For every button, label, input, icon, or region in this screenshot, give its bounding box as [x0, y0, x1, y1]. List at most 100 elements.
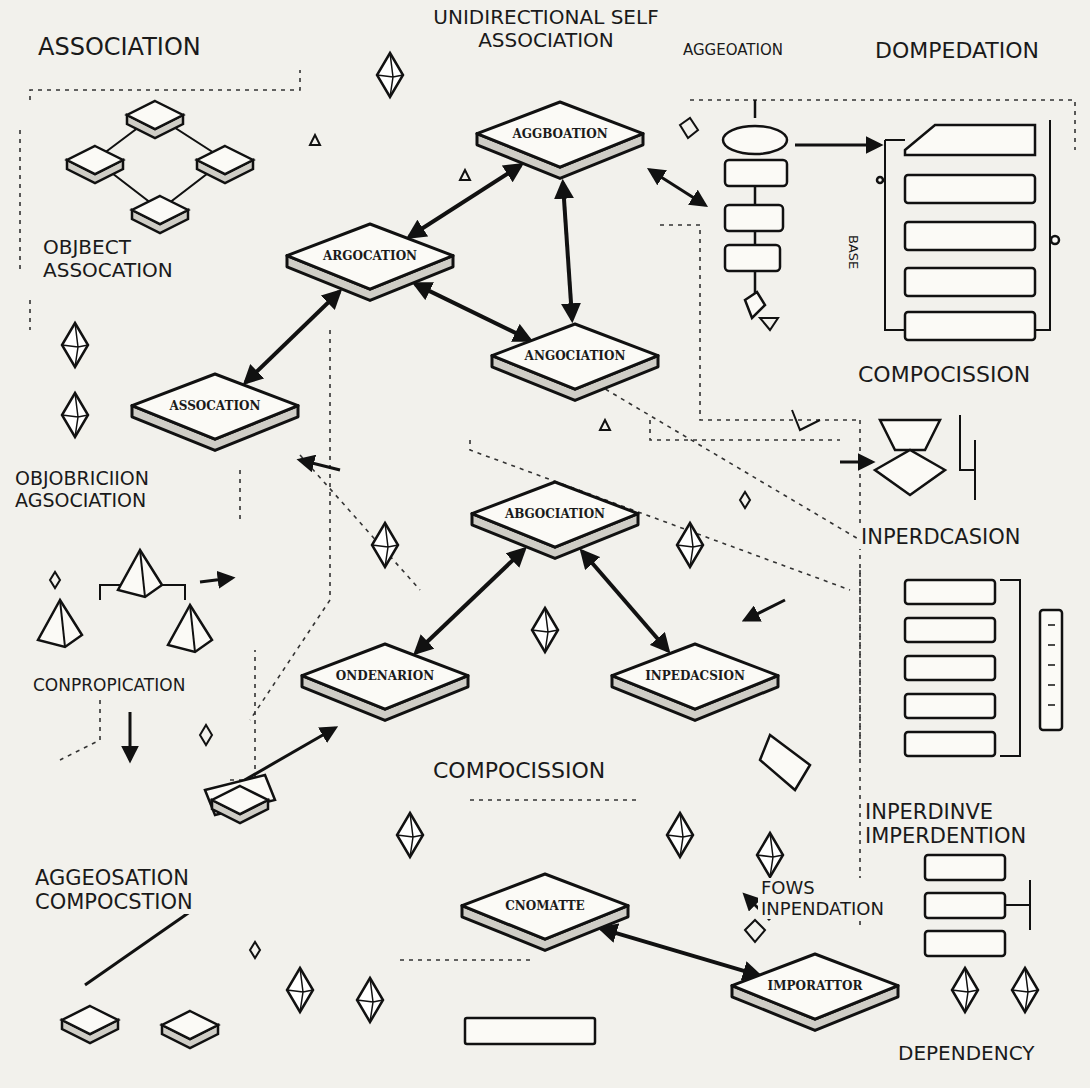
- free-label: BASE: [845, 232, 860, 272]
- drawing-part: [600, 420, 610, 430]
- free-label: INPERDINVE IMPERDENTION: [862, 800, 1083, 848]
- drawing-part: [725, 245, 780, 271]
- association-arrow: [409, 165, 520, 237]
- drawing-part: [197, 146, 253, 183]
- drawing-part: [745, 292, 765, 318]
- drawing-part: [925, 893, 1005, 918]
- drawing-part: [905, 222, 1035, 250]
- free-label: OBJBECT ASSOCATION: [40, 236, 216, 282]
- box-label: CNOMATTE: [460, 899, 630, 913]
- drawing-part: [62, 1006, 118, 1043]
- drawing-part: [960, 415, 975, 500]
- drawing-part: [250, 330, 330, 720]
- drawing-part: [905, 656, 995, 680]
- drawing-part: [795, 144, 880, 147]
- drawing-part: [532, 608, 558, 652]
- drawing-part: [470, 799, 640, 801]
- free-label: ASSOCIATION: [35, 34, 204, 62]
- drawing-part: [62, 323, 88, 367]
- drawing-part: [470, 440, 850, 590]
- slab-box: IMPORATTOR: [730, 952, 900, 1032]
- drawing-part: [230, 650, 255, 780]
- drawing-part: [60, 700, 100, 760]
- drawing-part: [925, 931, 1005, 956]
- slab-box: ABGOCIATION: [470, 480, 640, 560]
- drawing-part: [400, 959, 530, 961]
- drawing-part: [905, 175, 1035, 203]
- drawing-part: [754, 100, 757, 295]
- drawing-part: [859, 570, 861, 930]
- box-label: ONDENARION: [300, 669, 470, 683]
- drawing-part: [168, 605, 212, 652]
- cube-cluster: [67, 101, 253, 233]
- drawing-part: [792, 410, 820, 430]
- drawing-part: [760, 735, 810, 790]
- drawing-part: [875, 450, 945, 495]
- drawing-part: [877, 177, 883, 183]
- drawing-part: [760, 318, 778, 330]
- funnel-symbol: [875, 415, 975, 500]
- drawing-part: [460, 170, 470, 180]
- slab-box: ARGOCATION: [285, 222, 455, 302]
- drawing-part: [745, 600, 785, 620]
- association-arrow: [563, 183, 572, 319]
- free-label: AGGEOATION: [680, 42, 786, 59]
- drawing-part: [660, 225, 860, 420]
- free-label: AGGEOSATION COMPOCSTION: [32, 866, 253, 914]
- box-label: AGGBOATION: [475, 127, 645, 141]
- drawing-part: [905, 694, 995, 718]
- drawing-part: [465, 1018, 595, 1044]
- drawing-part: [1012, 968, 1038, 1012]
- box-label: INPEDACSION: [610, 669, 780, 683]
- drawing-part: [200, 578, 232, 582]
- drawing-part: [667, 813, 693, 857]
- drawing-part: [127, 101, 183, 138]
- slab-box: CNOMATTE: [460, 872, 630, 952]
- drawing-part: [723, 126, 787, 154]
- drawing-part: [1051, 236, 1059, 244]
- drawing-part: [680, 118, 698, 138]
- drawing-part: [300, 460, 340, 470]
- drawing-part: [67, 146, 123, 183]
- box-label: ANGOCIATION: [490, 349, 660, 363]
- drawing-part: [250, 942, 260, 958]
- stack-column: [723, 100, 787, 318]
- slab-box: ONDENARION: [300, 642, 470, 722]
- drawing-part: [1048, 625, 1055, 705]
- drawing-part: [925, 855, 1005, 880]
- free-label: UNIDIRECTIONAL SELF ASSOCIATION: [425, 6, 667, 52]
- drawing-part: [1005, 880, 1030, 930]
- stack-bars-middle: [905, 580, 1062, 756]
- slab-box: INPEDACSION: [610, 642, 780, 722]
- free-label: FOWS INPENDATION: [758, 878, 919, 919]
- drawing-part: [19, 130, 21, 270]
- drawing-part: [905, 312, 1035, 340]
- drawing-part: [725, 205, 783, 231]
- drawing-part: [905, 268, 1035, 296]
- drawing-part: [677, 523, 703, 567]
- drawing-part: [650, 420, 840, 440]
- drawing-part: [1040, 610, 1062, 730]
- drawing-part: [952, 968, 978, 1012]
- drawing-part: [357, 978, 383, 1022]
- drawing-part: [905, 732, 995, 756]
- drawing-part: [118, 550, 162, 597]
- free-label: OBJOBRICIION AGSOCIATION: [12, 468, 213, 512]
- box-label: ASSOCATION: [130, 399, 300, 413]
- drawing-part: [287, 968, 313, 1012]
- drawing-part: [239, 470, 241, 520]
- free-label: DEPENDENCY: [895, 1042, 1038, 1065]
- slab-box: AGGBOATION: [475, 100, 645, 180]
- slab-box: ANGOCIATION: [490, 322, 660, 402]
- drawing-part: [757, 833, 783, 877]
- free-label: DOMPEDATION: [872, 38, 1042, 63]
- drawing-part: [397, 813, 423, 857]
- drawing-part: [745, 920, 765, 942]
- drawing-part: [29, 300, 31, 330]
- drawing-part: [740, 492, 750, 508]
- box-label: IMPORATTOR: [730, 979, 900, 993]
- association-arrow: [601, 929, 759, 976]
- box-label: ARGOCATION: [285, 249, 455, 263]
- drawing-part: [212, 786, 268, 823]
- association-arrow: [415, 284, 529, 340]
